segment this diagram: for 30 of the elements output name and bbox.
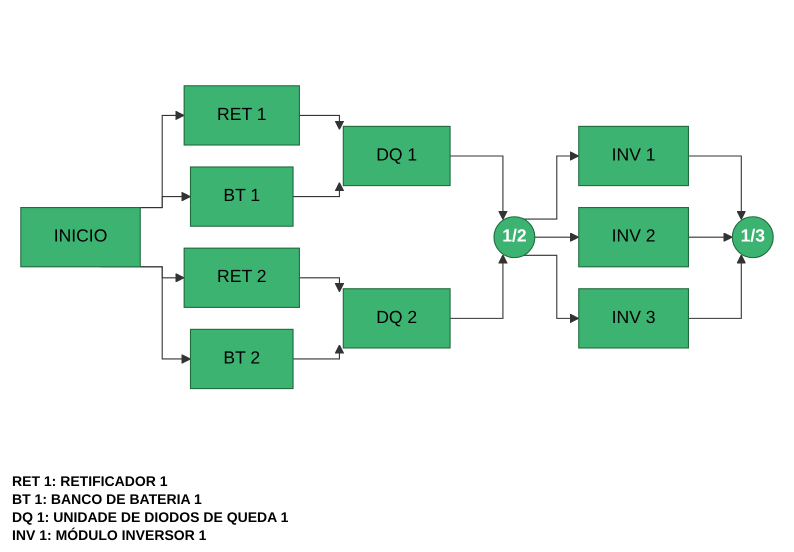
node-box (20, 206, 141, 268)
legend-note: RET 1: RETIFICADOR 1 (12, 472, 169, 490)
node-box (578, 206, 689, 268)
arrow (688, 155, 746, 220)
arrow (299, 277, 344, 292)
arrow (140, 192, 191, 208)
arrow (534, 232, 580, 242)
node-box (578, 126, 689, 186)
arrow (688, 254, 746, 319)
legend-note: BT 1: BANCO DE BATERIA 1 (12, 490, 203, 508)
arrow (450, 254, 508, 319)
legend-note: DQ 1: UNIDADE DE DIODOS DE QUEDA 1 (12, 508, 290, 526)
node-box (190, 166, 294, 227)
arrow (688, 232, 733, 242)
node-box (342, 126, 451, 186)
arrow (524, 254, 580, 323)
node-box (578, 288, 689, 348)
node-circle (493, 216, 536, 258)
legend-note: INV 1: MÓDULO INVERSOR 1 (12, 526, 208, 544)
arrow (450, 155, 508, 220)
node-box (184, 85, 300, 146)
flowchart-drawing: INICIO RET 1 BT 1 DQ 1 RET 2 BT 2 DQ 2 1/2 INV 1 INV 2 INV 3 1/3 (12, 76, 782, 398)
arrow (524, 150, 580, 220)
node-box (190, 328, 294, 389)
arrow (299, 114, 344, 130)
arrow (293, 182, 344, 197)
arrow (293, 344, 344, 360)
node-box (184, 247, 300, 308)
node-box (342, 288, 451, 348)
node-circle (732, 216, 774, 258)
